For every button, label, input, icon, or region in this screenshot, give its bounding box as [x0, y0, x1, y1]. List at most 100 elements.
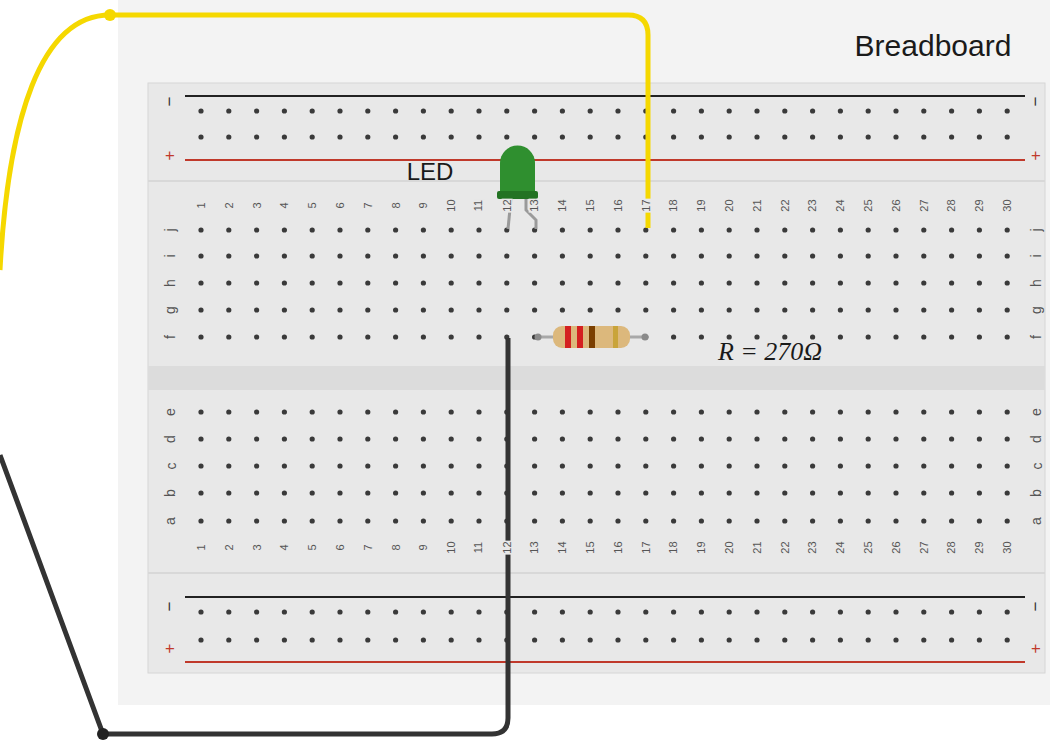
column-number: 22 — [779, 540, 790, 554]
column-number: 9 — [418, 543, 429, 551]
negative-rail-line — [185, 596, 1025, 598]
black-wire — [0, 338, 508, 734]
negative-rail-line — [185, 95, 1025, 97]
column-number: 29 — [974, 198, 985, 212]
column-number: 12 — [501, 540, 512, 554]
column-number: 19 — [696, 198, 707, 212]
column-number: 29 — [974, 540, 985, 554]
column-number: 27 — [918, 198, 929, 212]
column-number: 23 — [807, 198, 818, 212]
row-letter: g — [163, 305, 177, 315]
wire-end — [97, 728, 109, 740]
column-number: 14 — [557, 198, 568, 212]
negative-sign: − — [1028, 96, 1045, 106]
lead-end — [535, 334, 542, 341]
column-number: 18 — [668, 540, 679, 554]
board-title: Breadboard — [855, 31, 1012, 61]
row-letter: h — [1029, 278, 1043, 288]
column-number: 20 — [724, 198, 735, 212]
column-number: 9 — [418, 201, 429, 209]
column-number: 6 — [335, 201, 346, 209]
column-number: 3 — [251, 543, 262, 551]
column-number: 4 — [279, 201, 290, 209]
board-frame — [118, 0, 1050, 705]
positive-sign: + — [1028, 643, 1045, 653]
column-number: 28 — [946, 198, 957, 212]
negative-sign: − — [162, 96, 179, 106]
row-letter: a — [163, 516, 177, 526]
column-number: 10 — [446, 198, 457, 212]
column-number: 27 — [918, 540, 929, 554]
yellow-wire — [0, 15, 648, 270]
column-number: 10 — [446, 540, 457, 554]
negative-sign: − — [162, 601, 179, 611]
column-number: 23 — [807, 540, 818, 554]
row-letter: f — [1029, 334, 1043, 340]
column-number: 22 — [779, 198, 790, 212]
wire-end — [104, 9, 116, 21]
center-channel — [148, 366, 1045, 390]
row-letter: c — [163, 462, 177, 471]
column-number: 16 — [613, 540, 624, 554]
column-number: 5 — [307, 543, 318, 551]
column-number: 15 — [585, 540, 596, 554]
column-number: 2 — [223, 543, 234, 551]
column-number: 3 — [251, 201, 262, 209]
column-number: 21 — [752, 540, 763, 554]
rail-separator — [148, 572, 1045, 574]
column-number: 11 — [473, 540, 484, 553]
column-number: 20 — [724, 540, 735, 554]
column-number: 5 — [307, 201, 318, 209]
column-number: 24 — [835, 198, 846, 212]
row-letter: e — [1029, 407, 1043, 417]
component-label: LED — [407, 160, 454, 184]
column-number: 25 — [863, 198, 874, 212]
column-number: 7 — [362, 201, 373, 209]
led-symbol — [500, 146, 535, 194]
column-number: 17 — [640, 198, 651, 212]
resistor-band — [577, 326, 583, 348]
column-number: 13 — [529, 198, 540, 212]
column-number: 8 — [390, 543, 401, 551]
positive-sign: + — [162, 643, 179, 653]
row-letter: i — [1029, 253, 1043, 258]
row-letter: j — [1029, 227, 1043, 232]
row-letter: b — [1029, 488, 1043, 498]
rail-separator — [148, 180, 1045, 182]
row-letter: b — [163, 488, 177, 498]
column-number: 26 — [891, 198, 902, 212]
positive-sign: + — [1028, 150, 1045, 160]
breadboard-body — [148, 83, 1045, 673]
column-number: 13 — [529, 540, 540, 554]
column-number: 30 — [1002, 540, 1013, 554]
row-letter: d — [1029, 434, 1043, 444]
row-letter: a — [1029, 516, 1043, 526]
breadboard-holes — [198, 108, 1009, 642]
column-number: 14 — [557, 540, 568, 554]
column-number: 15 — [585, 198, 596, 212]
resistor-band — [565, 326, 571, 348]
row-letter: c — [1029, 462, 1043, 471]
column-number: 17 — [640, 540, 651, 554]
column-number: 24 — [835, 540, 846, 554]
column-number: 18 — [668, 198, 679, 212]
positive-rail-line — [185, 661, 1025, 663]
positive-rail-line — [185, 159, 1025, 161]
row-letter: g — [1029, 305, 1043, 315]
column-number: 12 — [501, 198, 512, 212]
resistance-value: R = 270Ω — [718, 339, 822, 365]
column-number: 2 — [223, 201, 234, 209]
column-number: 28 — [946, 540, 957, 554]
column-number: 8 — [390, 201, 401, 209]
resistor-symbol — [553, 326, 630, 348]
row-letter: f — [163, 334, 177, 340]
column-number: 4 — [279, 543, 290, 551]
row-letter: e — [163, 407, 177, 417]
column-number: 11 — [473, 198, 484, 211]
column-number: 1 — [196, 201, 207, 209]
column-number: 16 — [613, 198, 624, 212]
negative-sign: − — [1028, 601, 1045, 611]
column-number: 1 — [196, 543, 207, 551]
